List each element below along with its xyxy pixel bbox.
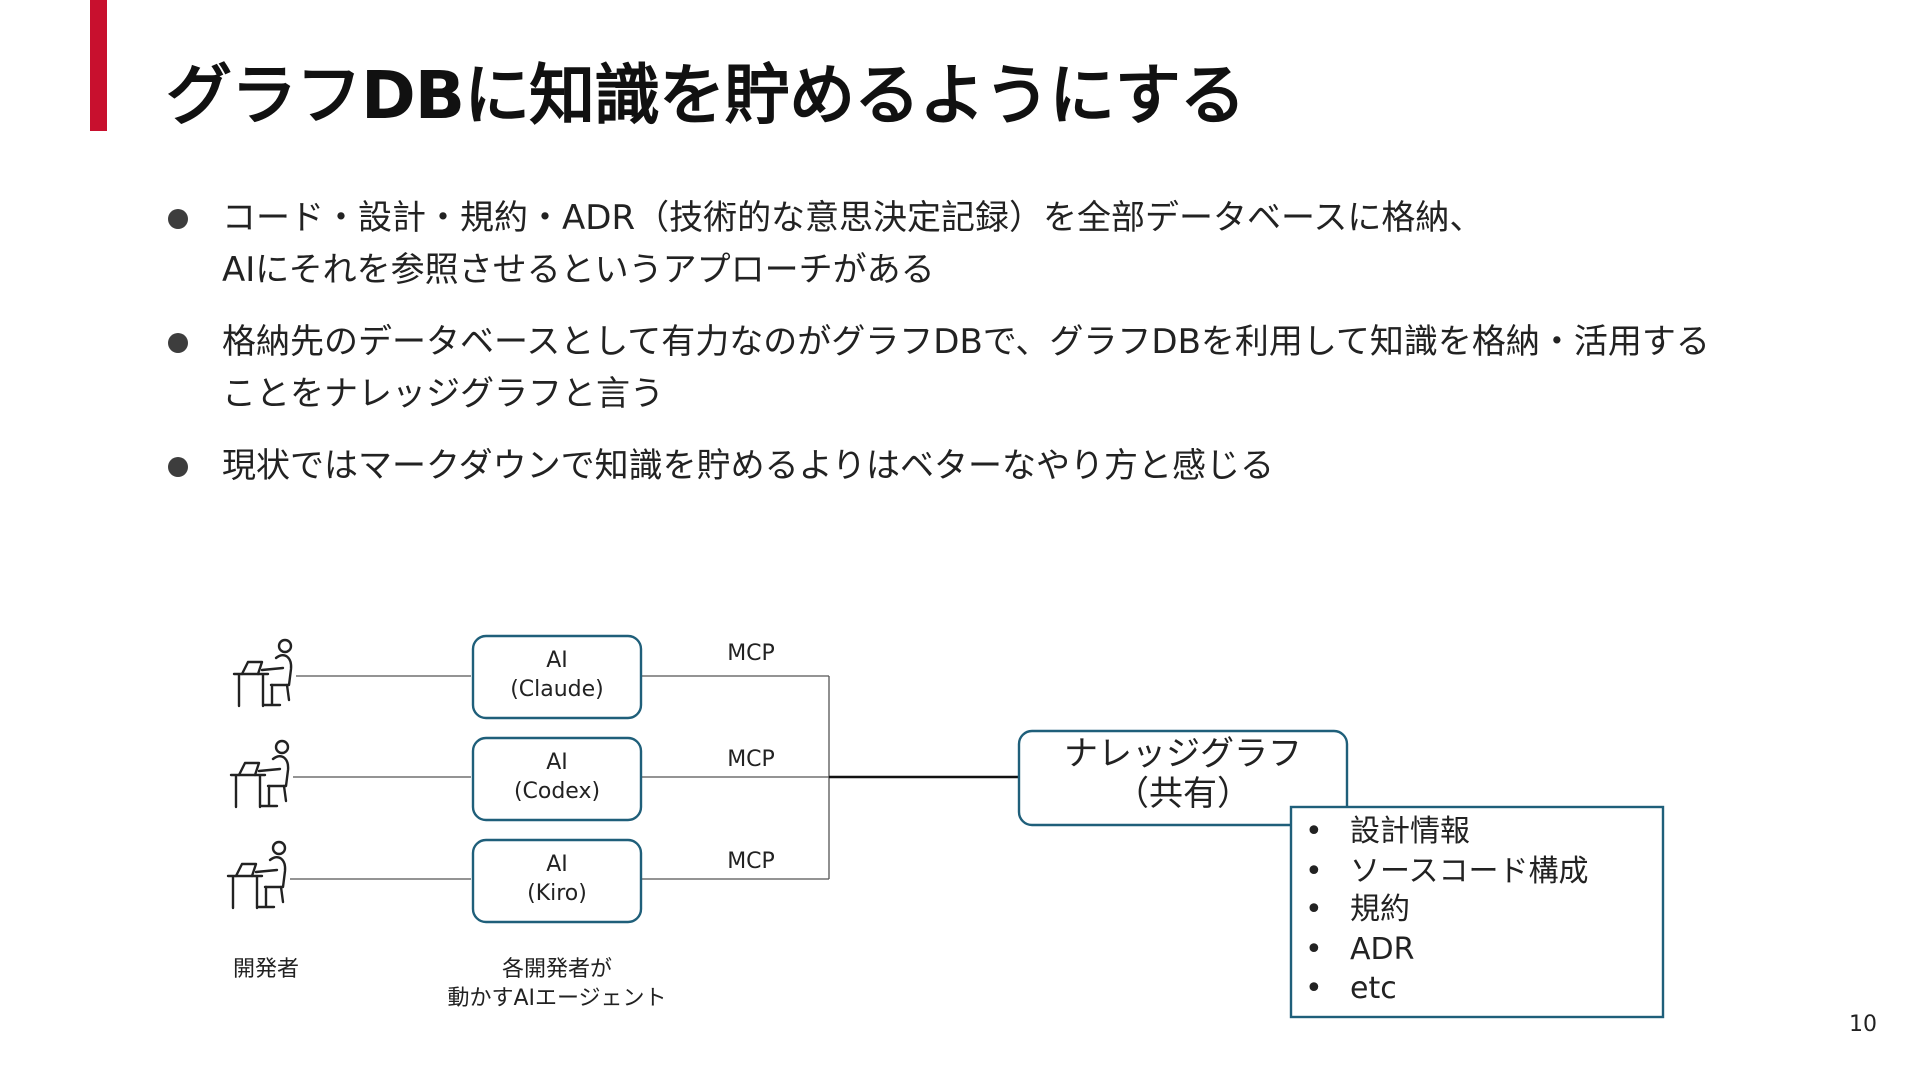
developers-caption: 開発者: [233, 957, 299, 982]
developer-icon: [232, 638, 293, 708]
agent-box-claude: [471, 634, 643, 720]
contents-item: 設計情報: [1350, 814, 1470, 849]
agent-box-codex: [471, 736, 643, 822]
graph-contents-box: [1289, 805, 1665, 1019]
knowledge-graph-box: [1017, 729, 1349, 827]
bullet-item: コード・設計・規約・ADR（技術的な意思決定記録）を全部データベースに格納、 A…: [166, 192, 1866, 296]
agents-caption: 動かすAIエージェント: [447, 986, 666, 1011]
contents-bullet-icon: •: [1305, 892, 1323, 927]
bullet-list: コード・設計・規約・ADR（技術的な意思決定記録）を全部データベースに格納、 A…: [166, 192, 1866, 512]
bullet-text-line: 格納先のデータベースとして有力なのがグラフDBで、グラフDBを利用して知識を格納…: [222, 322, 1710, 362]
contents-item: ソースコード構成: [1350, 854, 1589, 889]
mcp-label: MCP: [727, 641, 775, 666]
contents-bullet-icon: •: [1305, 971, 1323, 1006]
bullet-item: 格納先のデータベースとして有力なのがグラフDBで、グラフDBを利用して知識を格納…: [166, 316, 1866, 420]
contents-bullet-icon: •: [1305, 814, 1323, 849]
developer-icon: [226, 840, 287, 910]
agent-box-kiro: [471, 838, 643, 924]
bullet-dot-icon: [168, 457, 188, 477]
agent-label: AI: [546, 852, 568, 877]
developer-agent-connectors: [290, 675, 471, 880]
contents-bullet-icon: •: [1305, 932, 1323, 967]
bullet-item: 現状ではマークダウンで知識を貯めるよりはベターなやり方と感じる: [166, 440, 1866, 492]
title-accent-bar: [90, 0, 107, 131]
developer-icon: [229, 739, 290, 809]
bullet-text-line: コード・設計・規約・ADR（技術的な意思決定記録）を全部データベースに格納、: [222, 198, 1484, 238]
contents-item: ADR: [1350, 932, 1414, 967]
knowledge-graph-label: （共有）: [1115, 774, 1251, 814]
knowledge-graph-label: ナレッジグラフ: [1064, 734, 1302, 774]
agent-label: AI: [546, 648, 568, 673]
contents-item: etc: [1350, 971, 1397, 1006]
agent-label: AI: [546, 750, 568, 775]
bullet-text-line: AIにそれを参照させるというアプローチがある: [222, 250, 935, 290]
bullet-dot-icon: [168, 209, 188, 229]
agent-label: (Codex): [514, 779, 600, 804]
agents-caption: 各開発者が: [502, 957, 612, 982]
contents-item: 規約: [1350, 892, 1410, 927]
slide-title: グラフDBに知識を貯めるようにする: [166, 57, 1246, 134]
bullet-text-line: ことをナレッジグラフと言う: [222, 374, 664, 414]
mcp-label: MCP: [727, 747, 775, 772]
bullet-text-line: 現状ではマークダウンで知識を貯めるよりはベターなやり方と感じる: [222, 446, 1274, 486]
agent-label: (Kiro): [527, 881, 587, 906]
page-number: 10: [1849, 1012, 1877, 1037]
contents-bullet-icon: •: [1305, 854, 1323, 889]
bullet-dot-icon: [168, 333, 188, 353]
agent-label: (Claude): [510, 677, 604, 702]
mcp-label: MCP: [727, 849, 775, 874]
